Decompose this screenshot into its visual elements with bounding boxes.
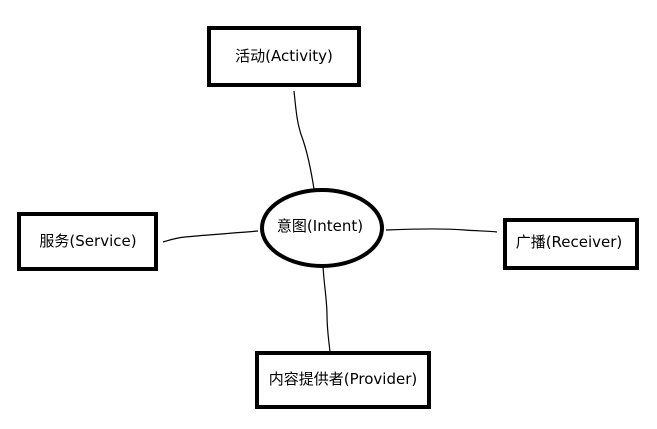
provider-box — [255, 351, 431, 409]
activity-box — [207, 26, 361, 87]
connector-receiver — [385, 228, 498, 233]
provider-node: 内容提供者(Provider) — [255, 351, 431, 409]
activity-node: 活动(Activity) — [207, 26, 361, 87]
intent-label: 意图(Intent) — [277, 217, 363, 235]
provider-label: 内容提供者(Provider) — [269, 370, 417, 388]
receiver-node: 广播(Receiver) — [503, 218, 639, 270]
receiver-label: 广播(Receiver) — [516, 233, 623, 251]
intent-node: 意图(Intent) — [260, 188, 384, 268]
connector-service — [162, 230, 259, 243]
service-box — [17, 212, 158, 271]
service-label: 服务(Service) — [39, 232, 136, 250]
service-node: 服务(Service) — [17, 212, 158, 271]
connector-provider — [322, 265, 331, 353]
intent-ellipse — [260, 188, 384, 268]
receiver-box — [503, 218, 639, 270]
connector-activity — [293, 90, 315, 190]
activity-label: 活动(Activity) — [235, 47, 333, 65]
